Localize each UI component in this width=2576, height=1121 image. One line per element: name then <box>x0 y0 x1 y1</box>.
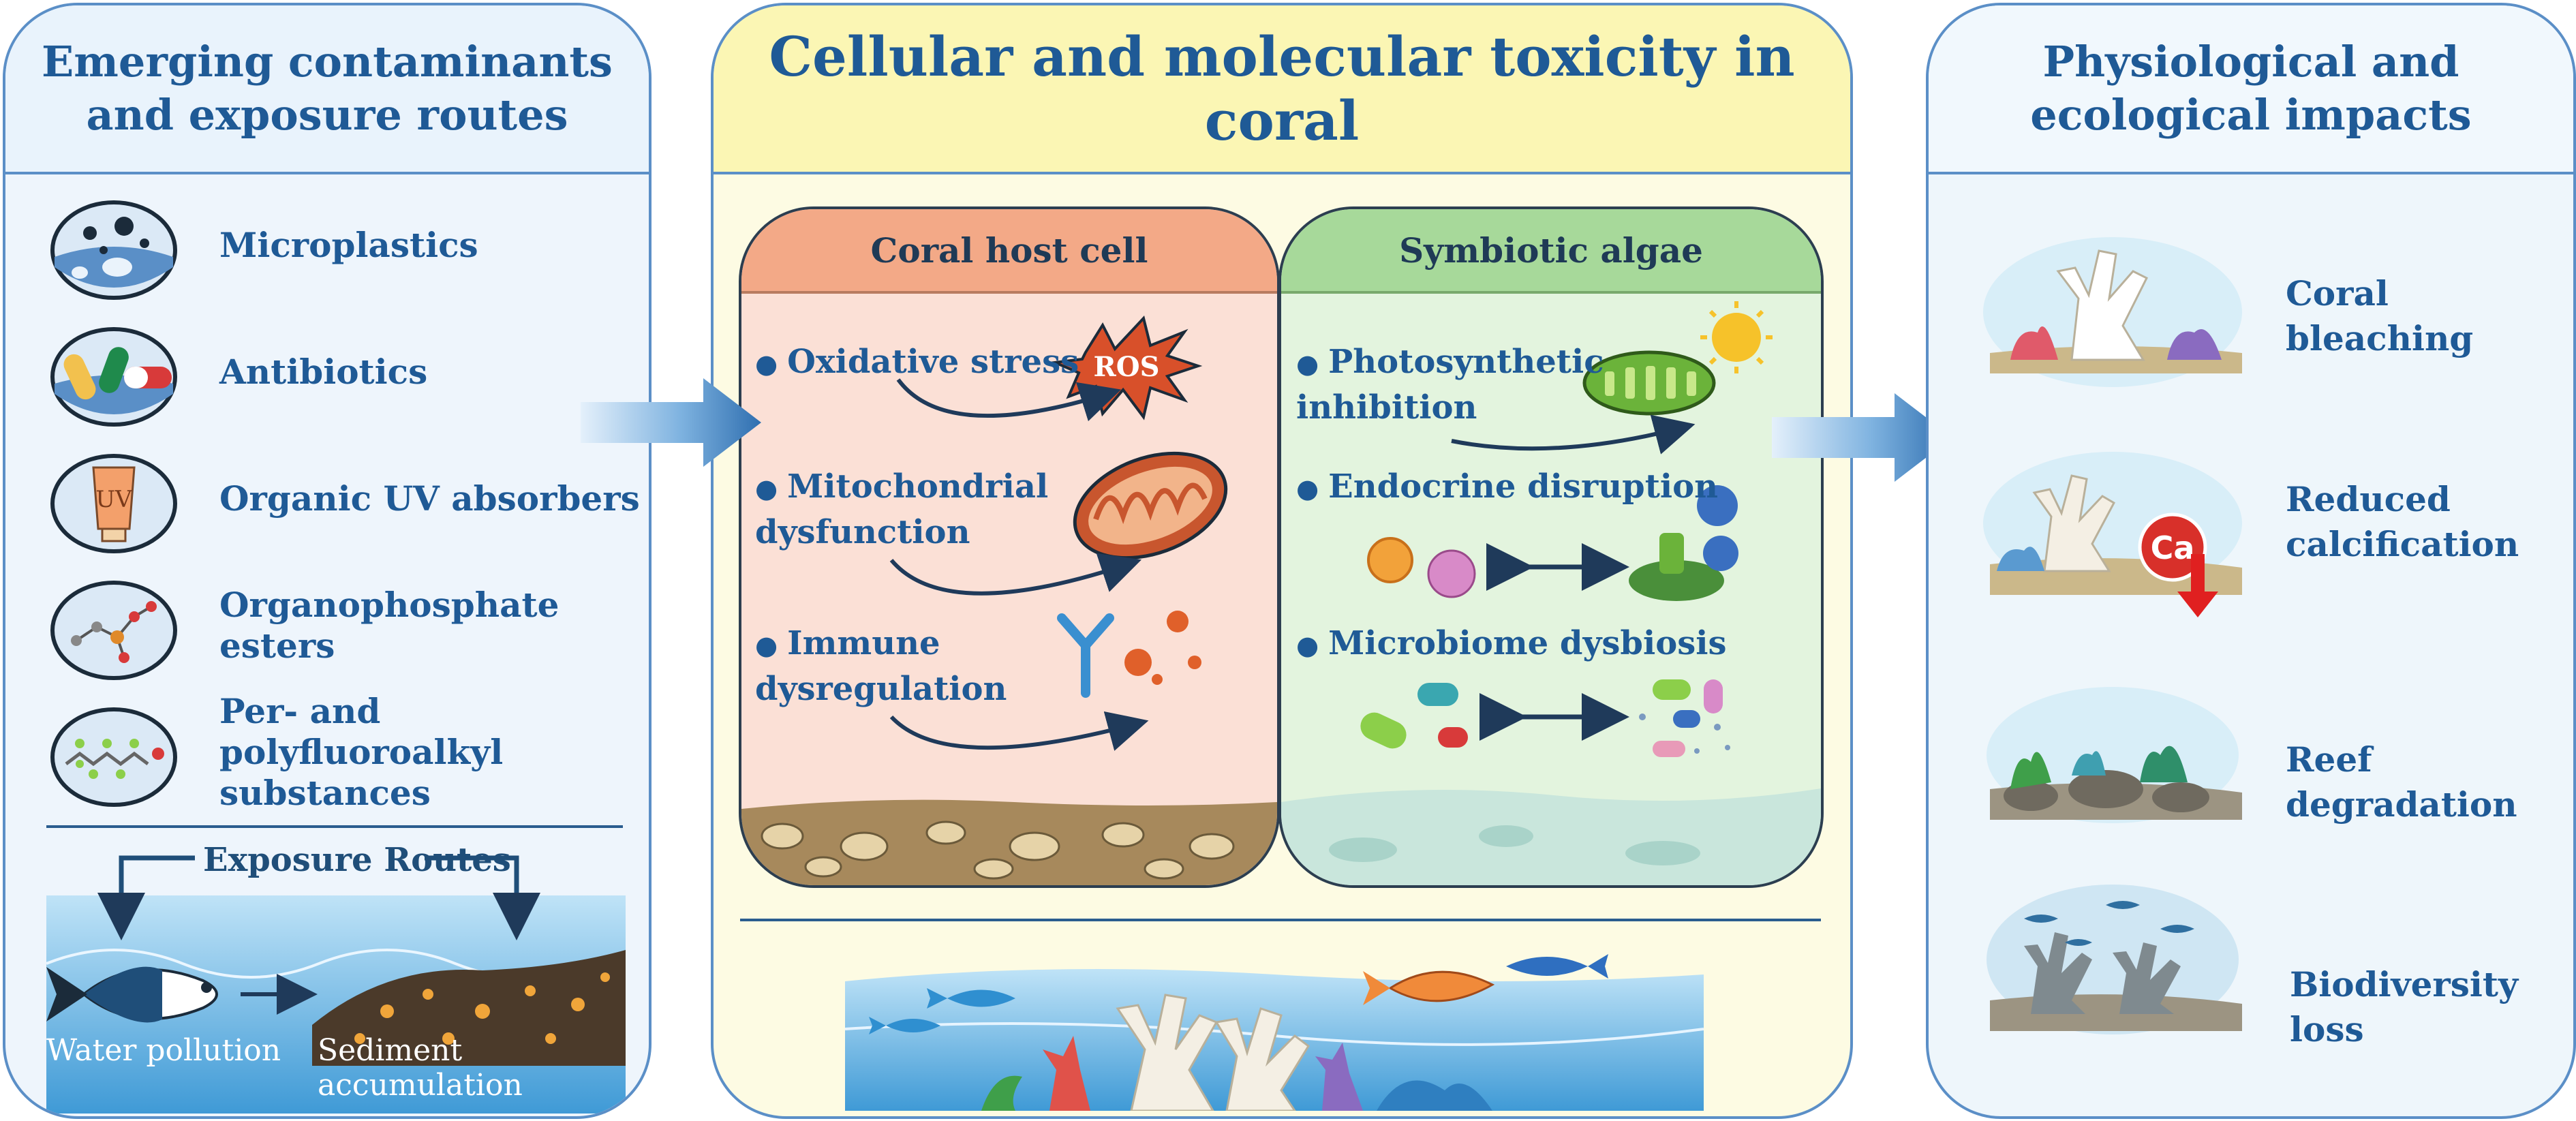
sun-icon <box>1700 301 1773 373</box>
microplastics-icon <box>50 200 177 300</box>
capsules-icon <box>50 327 177 427</box>
host-point-mitochondrial: ●Mitochondrial dysfunction <box>755 467 1049 551</box>
pfas-chain-icon <box>50 707 177 807</box>
contaminant-item-uv-absorbers: UV Organic UV absorbers <box>5 437 646 560</box>
impacts-panel-title: Physiological and ecological impacts <box>1929 5 2573 174</box>
exposure-routes-title: Exposure Routes <box>203 841 511 879</box>
coral-host-cell-box: Coral host cell ROS <box>739 206 1280 888</box>
ros-burst-icon <box>1049 315 1203 420</box>
arrow-icon <box>1772 393 1952 482</box>
contaminants-panel: Emerging contaminants and exposure route… <box>3 3 651 1119</box>
impacts-panel: Physiological and ecological impacts Cor… <box>1926 3 2576 1119</box>
fish-icon <box>1506 954 1608 979</box>
fish-icon <box>869 1017 940 1034</box>
contaminant-label: Microplastics <box>219 225 478 265</box>
svg-text:ROS: ROS <box>1094 351 1160 383</box>
host-cell-illustration: ROS <box>741 315 1277 885</box>
contaminant-label: Organophosphate esters <box>219 585 559 666</box>
contaminants-panel-title: Emerging contaminants and exposure route… <box>5 5 649 174</box>
mitochondrion-icon <box>1073 451 1228 560</box>
contaminant-item-antibiotics: Antibiotics <box>5 311 646 433</box>
sediment-accumulation-label: Sediment accumulation <box>318 1033 523 1103</box>
impact-reduced-calcification: Reduced calcification <box>2286 479 2519 564</box>
contaminant-item-microplastics: Microplastics <box>5 184 646 307</box>
antibody-icon <box>1057 613 1114 698</box>
algae-point-endocrine: ●Endocrine disruption <box>1296 467 1719 506</box>
divider <box>740 919 1821 921</box>
contaminant-label: Per- and polyfluoroalkyl substances <box>219 691 504 813</box>
fish-icon <box>927 988 1015 1009</box>
biodiversity-loss-illustration <box>1987 885 2242 1034</box>
impact-biodiversity-loss: Biodiversity loss <box>2290 964 2519 1049</box>
algae-illustration <box>1281 301 1821 885</box>
coral-host-cell-title: Coral host cell <box>741 209 1277 294</box>
symbiotic-algae-title: Symbiotic algae <box>1281 209 1821 294</box>
svg-text:Ca: Ca <box>2151 529 2195 566</box>
coral-bleaching-illustration <box>1983 237 2242 387</box>
host-point-oxidative-stress: ●Oxidative stress <box>755 343 1079 381</box>
chloroplast-icon <box>1582 350 1716 416</box>
divider <box>46 825 623 828</box>
reef-degradation-illustration <box>1987 687 2242 823</box>
contaminant-label: Antibiotics <box>219 352 428 392</box>
hormone-icon <box>1367 537 1476 598</box>
toxicity-panel-title: Cellular and molecular toxicity in coral <box>714 5 1850 174</box>
microbiome-icon <box>1360 679 1730 757</box>
molecule-icon <box>50 581 177 680</box>
algae-point-microbiome: ●Microbiome dysbiosis <box>1296 624 1727 662</box>
reduced-calcification-illustration: Ca <box>1983 452 2242 617</box>
sunscreen-tube-icon: UV <box>50 454 177 553</box>
arrow-icon <box>581 378 761 467</box>
impact-reef-degradation: Reef degradation <box>2286 739 2517 825</box>
exposure-routes-illustration <box>46 855 626 1114</box>
contaminant-item-pfas: Per- and polyfluoroalkyl substances <box>5 691 646 814</box>
contaminant-label: Organic UV absorbers <box>219 478 640 519</box>
fish-icon <box>1363 970 1495 1005</box>
host-point-immune: ●Immune dysregulation <box>755 624 1007 708</box>
water-pollution-label: Water pollution <box>46 1033 281 1068</box>
algae-point-photosynthetic: ●Photosynthetic inhibition <box>1296 343 1604 427</box>
coral-icon <box>1116 994 1310 1111</box>
impact-coral-bleaching: Coral bleaching <box>2286 273 2474 358</box>
receptor-icon <box>1629 485 1738 601</box>
reef-scene-illustration <box>845 954 1704 1111</box>
svg-text:UV: UV <box>95 486 133 513</box>
contaminant-item-organophosphate: Organophosphate esters <box>5 564 646 687</box>
symbiotic-algae-box: Symbiotic algae <box>1278 206 1824 888</box>
pathogen-icon <box>1124 611 1201 685</box>
fish-icon <box>46 966 218 1023</box>
